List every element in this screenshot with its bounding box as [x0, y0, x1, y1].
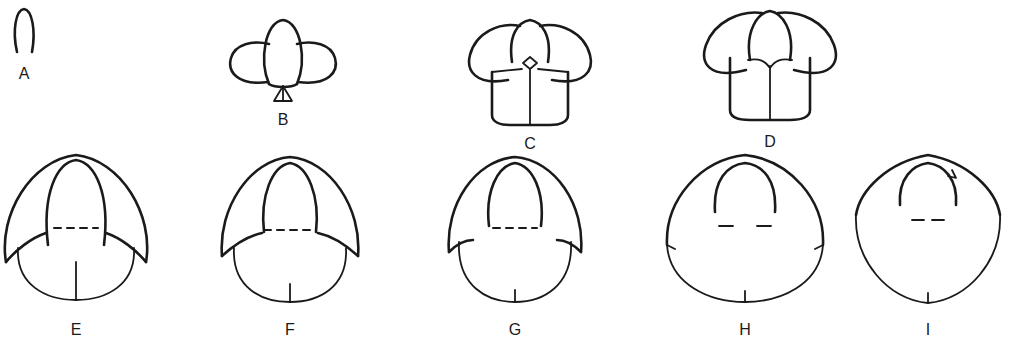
- outline-stroke: [856, 155, 1000, 215]
- stage-g-figure: [449, 157, 582, 302]
- outline-stroke: [492, 69, 568, 72]
- stage-letter: E: [71, 322, 82, 338]
- stage-f-figure: [222, 157, 359, 302]
- outline-stroke: [5, 155, 147, 262]
- outline-stroke: [264, 20, 302, 84]
- outline-stroke: [927, 293, 929, 303]
- stage-letter: G: [509, 322, 521, 338]
- stage-letter: I: [926, 322, 930, 338]
- outline-stroke: [264, 229, 316, 231]
- outline-stroke: [704, 13, 762, 73]
- stage-letter: D: [764, 134, 776, 150]
- outline-stroke: [730, 58, 810, 120]
- outline-stroke: [488, 163, 542, 226]
- stage-h-figure: [667, 155, 823, 302]
- outline-stroke: [523, 57, 537, 69]
- outline-stroke: [719, 225, 771, 227]
- stage-letter: H: [739, 322, 751, 338]
- outline-stroke: [778, 13, 836, 73]
- outline-stroke: [222, 233, 262, 256]
- outline-stroke: [318, 233, 358, 256]
- outline-stroke: [449, 157, 582, 252]
- outline-stroke: [667, 245, 823, 302]
- stage-e-figure: [5, 155, 147, 300]
- outline-stroke: [912, 219, 944, 221]
- stage-a-figure: [15, 9, 34, 52]
- outline-stroke: [263, 163, 317, 232]
- outline-stroke: [6, 233, 46, 262]
- stage-i-figure: [856, 155, 1000, 303]
- outline-stroke: [459, 242, 571, 302]
- outline-stroke: [900, 163, 956, 205]
- outline-stroke: [856, 215, 1000, 303]
- stage-b-figure: [230, 20, 336, 101]
- outline-stroke: [511, 20, 549, 62]
- outline-stroke: [769, 66, 771, 120]
- outline-stroke: [749, 11, 791, 60]
- outline-stroke: [493, 227, 537, 229]
- stage-d-figure: [704, 11, 836, 120]
- outline-stroke: [18, 248, 134, 300]
- outline-stroke: [15, 9, 34, 52]
- outline-stroke: [222, 157, 359, 256]
- outline-stroke: [748, 59, 792, 68]
- outline-stroke: [557, 240, 581, 252]
- outline-stroke: [529, 70, 531, 125]
- outline-stroke: [715, 163, 775, 212]
- stage-letter: C: [524, 136, 536, 152]
- outline-stroke: [234, 248, 346, 302]
- outline-stroke: [449, 240, 473, 252]
- outline-stroke: [54, 227, 98, 229]
- outline-stroke: [948, 170, 956, 178]
- stage-letter: A: [19, 66, 30, 82]
- stage-letter: B: [278, 112, 289, 128]
- outline-stroke: [667, 245, 823, 249]
- stage-letter: F: [285, 322, 295, 338]
- outline-stroke: [744, 291, 746, 302]
- outline-stroke: [514, 290, 516, 302]
- outline-stroke: [274, 86, 292, 101]
- outline-stroke: [47, 160, 106, 245]
- outline-stroke: [667, 155, 823, 245]
- stage-c-figure: [469, 20, 591, 125]
- outline-stroke: [282, 86, 284, 101]
- outline-stroke: [75, 262, 77, 300]
- outline-stroke: [106, 233, 146, 262]
- outline-stroke: [289, 284, 291, 302]
